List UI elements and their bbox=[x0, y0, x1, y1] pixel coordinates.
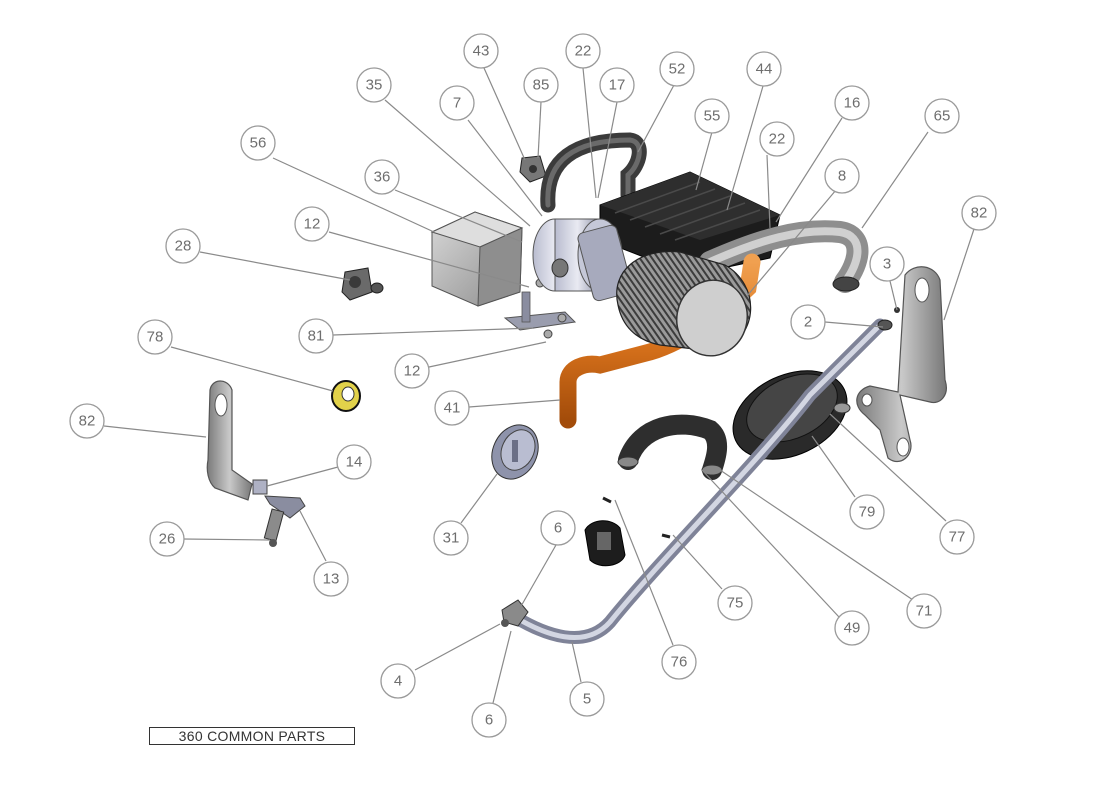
svg-text:36: 36 bbox=[374, 169, 391, 186]
callout-31: 31 bbox=[433, 520, 469, 556]
svg-text:78: 78 bbox=[147, 329, 164, 346]
svg-text:7: 7 bbox=[453, 95, 461, 112]
callout-26: 26 bbox=[149, 521, 185, 557]
svg-text:77: 77 bbox=[949, 529, 966, 546]
part-85-fitting bbox=[519, 155, 547, 183]
svg-text:14: 14 bbox=[346, 454, 363, 471]
callout-5: 5 bbox=[569, 681, 605, 717]
part-76-clip bbox=[602, 496, 612, 504]
callout-77: 77 bbox=[939, 519, 975, 555]
svg-text:22: 22 bbox=[769, 131, 786, 148]
callout-71: 71 bbox=[906, 593, 942, 629]
svg-text:3: 3 bbox=[883, 256, 891, 273]
callout-76: 76 bbox=[661, 644, 697, 680]
callout-12-upper: 12 bbox=[294, 206, 330, 242]
callout-36: 36 bbox=[364, 159, 400, 195]
svg-text:28: 28 bbox=[175, 238, 192, 255]
svg-text:6: 6 bbox=[554, 520, 562, 537]
part-31-cap bbox=[491, 424, 539, 480]
callout-8: 8 bbox=[824, 158, 860, 194]
svg-text:76: 76 bbox=[671, 654, 688, 671]
part-75-clip bbox=[661, 533, 671, 539]
callout-balloons: 43 22 52 44 85 17 35 7 55 16 65 56 22 36… bbox=[69, 33, 997, 738]
callout-52: 52 bbox=[659, 51, 695, 87]
callout-44: 44 bbox=[746, 51, 782, 87]
callout-35: 35 bbox=[356, 67, 392, 103]
svg-text:31: 31 bbox=[443, 530, 460, 547]
callout-4: 4 bbox=[380, 663, 416, 699]
callout-28: 28 bbox=[165, 228, 201, 264]
part-76-block bbox=[584, 520, 626, 567]
callout-82-right: 82 bbox=[961, 195, 997, 231]
callout-81: 81 bbox=[298, 318, 334, 354]
svg-text:71: 71 bbox=[916, 603, 933, 620]
svg-text:41: 41 bbox=[444, 400, 461, 417]
svg-text:65: 65 bbox=[934, 108, 951, 125]
callout-2: 2 bbox=[790, 304, 826, 340]
callout-78: 78 bbox=[137, 319, 173, 355]
drawing-title-label: 360 COMMON PARTS bbox=[149, 727, 355, 745]
svg-text:2: 2 bbox=[804, 314, 812, 331]
svg-text:13: 13 bbox=[323, 571, 340, 588]
callout-22-lower: 22 bbox=[759, 121, 795, 157]
svg-text:79: 79 bbox=[859, 504, 876, 521]
svg-text:6: 6 bbox=[485, 712, 493, 729]
callout-85: 85 bbox=[523, 67, 559, 103]
part-air-filter bbox=[616, 250, 752, 357]
svg-text:44: 44 bbox=[756, 61, 773, 78]
svg-text:55: 55 bbox=[704, 108, 721, 125]
svg-text:82: 82 bbox=[79, 413, 96, 430]
callout-65: 65 bbox=[924, 98, 960, 134]
part-56-box bbox=[430, 211, 524, 307]
callout-14: 14 bbox=[336, 444, 372, 480]
part-82-bracket-left bbox=[206, 380, 253, 501]
callout-7: 7 bbox=[439, 85, 475, 121]
svg-text:5: 5 bbox=[583, 691, 591, 708]
svg-text:75: 75 bbox=[727, 595, 744, 612]
part-49-hose bbox=[618, 414, 727, 480]
callout-79: 79 bbox=[849, 494, 885, 530]
svg-text:8: 8 bbox=[838, 168, 846, 185]
svg-text:56: 56 bbox=[250, 135, 267, 152]
part-13-arm bbox=[252, 479, 306, 547]
callout-56: 56 bbox=[240, 125, 276, 161]
callout-6-lower: 6 bbox=[471, 702, 507, 738]
part-28-sensor bbox=[341, 267, 384, 301]
callout-12-lower: 12 bbox=[394, 353, 430, 389]
callout-13: 13 bbox=[313, 561, 349, 597]
callout-49: 49 bbox=[834, 610, 870, 646]
svg-text:49: 49 bbox=[844, 620, 861, 637]
callout-17: 17 bbox=[599, 67, 635, 103]
svg-text:26: 26 bbox=[159, 531, 176, 548]
callout-6-upper: 6 bbox=[540, 510, 576, 546]
svg-text:17: 17 bbox=[609, 77, 626, 94]
callout-41: 41 bbox=[434, 390, 470, 426]
svg-text:82: 82 bbox=[971, 205, 988, 222]
callout-43: 43 bbox=[463, 33, 499, 69]
svg-text:35: 35 bbox=[366, 77, 383, 94]
leader-lines bbox=[103, 67, 975, 704]
callout-3: 3 bbox=[869, 246, 905, 282]
svg-text:4: 4 bbox=[394, 673, 402, 690]
part-81-bracket bbox=[503, 278, 577, 339]
callout-55: 55 bbox=[694, 98, 730, 134]
part-82-bracket-right bbox=[856, 266, 947, 463]
callout-82-left: 82 bbox=[69, 403, 105, 439]
callout-75: 75 bbox=[717, 585, 753, 621]
callout-16: 16 bbox=[834, 85, 870, 121]
part-78-washer bbox=[331, 380, 361, 412]
callout-22: 22 bbox=[565, 33, 601, 69]
parts-layer bbox=[206, 132, 947, 644]
svg-text:43: 43 bbox=[473, 43, 490, 60]
svg-text:81: 81 bbox=[308, 328, 325, 345]
svg-text:16: 16 bbox=[844, 95, 861, 112]
svg-text:85: 85 bbox=[533, 77, 550, 94]
svg-text:22: 22 bbox=[575, 43, 592, 60]
svg-text:12: 12 bbox=[304, 216, 321, 233]
svg-text:12: 12 bbox=[404, 363, 421, 380]
svg-text:52: 52 bbox=[669, 61, 686, 78]
